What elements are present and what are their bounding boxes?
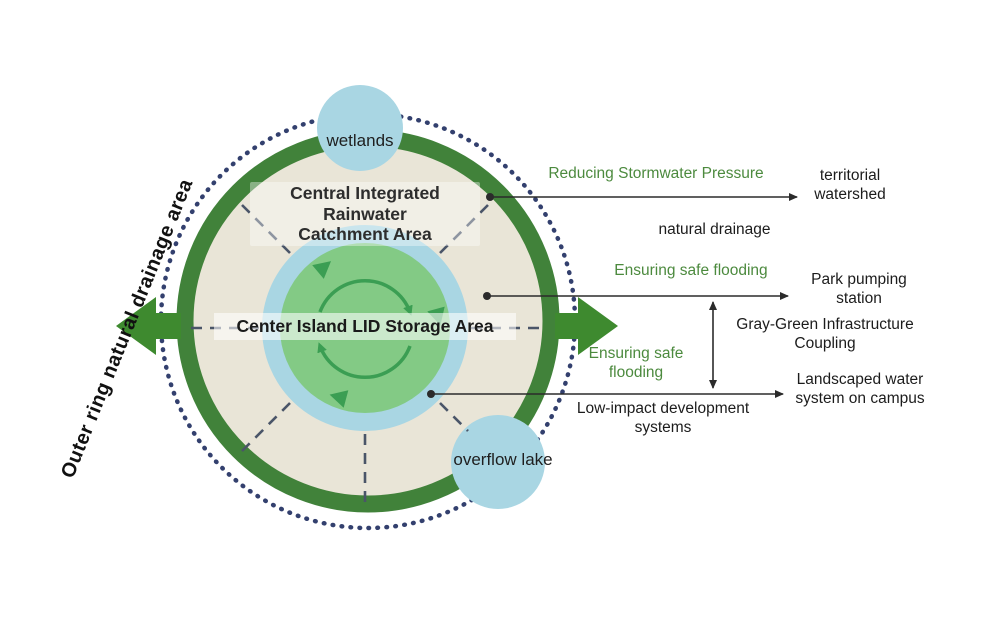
landscaped-water-label: Landscaped water system on campus: [795, 371, 925, 407]
connector-dots: [427, 193, 494, 398]
ensuring-safe-flooding-top-label: Ensuring safe flooding: [614, 262, 768, 279]
radial-dashed-lines: [191, 204, 539, 502]
overflow-lake-circle: [451, 415, 545, 509]
gray-green-coupling-label: Gray-Green Infrastructure Coupling: [736, 316, 914, 352]
rotation-arrows-icon: [312, 261, 445, 408]
park-pumping-station-label: Park pumping station: [811, 271, 907, 307]
reducing-stormwater-pressure-label: Reducing Stormwater Pressure: [548, 165, 764, 182]
wetlands-circle: [317, 85, 403, 171]
catchment-area-label: Central Integrated Rainwater Catchment A…: [250, 182, 480, 246]
connector-lines: [431, 193, 798, 398]
wetlands-label: wetlands: [326, 131, 394, 150]
right-flow-arrow-icon: [555, 297, 618, 355]
left-flow-arrow-icon: [116, 297, 181, 355]
ensuring-safe-flooding-bottom-label: Ensuring safe flooding: [588, 345, 684, 381]
natural-drainage-label: natural drainage: [658, 221, 771, 238]
low-impact-systems-label: Low-impact development systems: [576, 400, 750, 436]
territorial-watershed-label: territorial watershed: [814, 167, 886, 203]
overflow-lake-label: overflow lake: [453, 450, 553, 469]
center-island-label: Center Island LID Storage Area: [214, 313, 516, 340]
